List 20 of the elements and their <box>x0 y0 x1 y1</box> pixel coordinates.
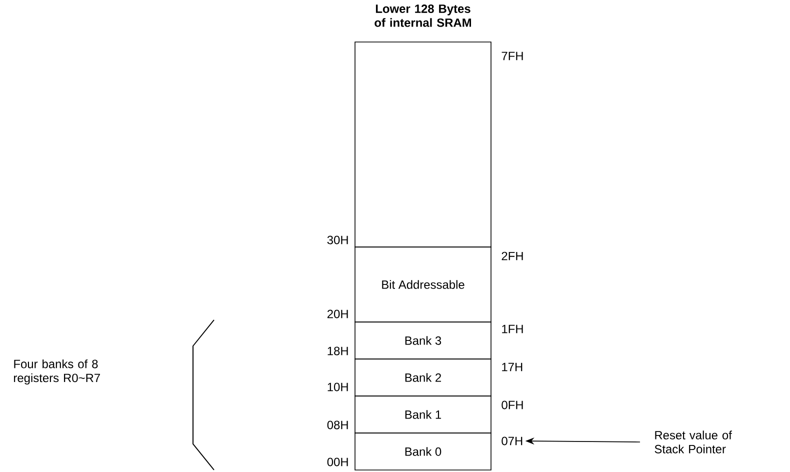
annotation-text: Reset value of Stack Pointer <box>654 430 732 454</box>
memory-block: Bank 2 <box>354 358 492 396</box>
title: Lower 128 Bytes of internal SRAM <box>374 4 471 27</box>
memory-block <box>354 42 492 248</box>
address-label: 2FH <box>502 252 523 260</box>
address-label: 20H <box>327 310 348 318</box>
memory-block: Bank 3 <box>354 322 492 360</box>
address-label: 00H <box>327 458 348 466</box>
address-label: 08H <box>327 420 348 430</box>
address-label: 07H <box>502 436 522 446</box>
address-label: 17H <box>502 362 522 372</box>
note-text: Four banks of 8 registers R0~R7 <box>14 359 100 385</box>
address-label: 30H <box>327 236 348 244</box>
memory-block: Bit Addressable <box>354 246 492 322</box>
address-label: 1FH <box>502 324 523 334</box>
address-label: 18H <box>328 346 348 356</box>
memory-block: Bank 1 <box>354 396 492 434</box>
memory-block: Bank 0 <box>354 432 492 470</box>
address-label: 0FH <box>502 400 523 410</box>
address-label: 10H <box>328 382 348 392</box>
